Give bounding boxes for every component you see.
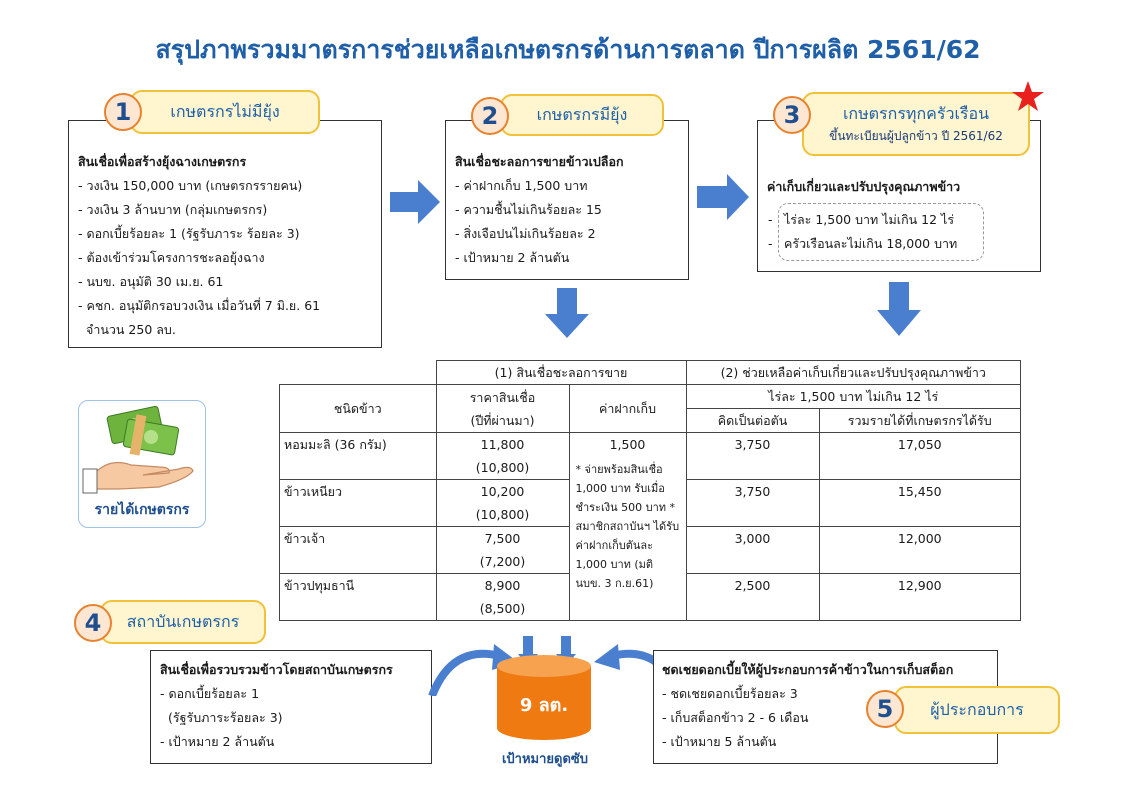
- section-4-pill: สถาบันเกษตรกร: [100, 600, 266, 644]
- page-title: สรุปภาพรวมมาตรการช่วยเหลือเกษตรกรด้านการ…: [155, 35, 981, 64]
- section-4-line: - ดอกเบี้ยร้อยละ 1: [160, 686, 260, 701]
- section-2-line: - ความชื้นไม่เกินร้อยละ 15: [455, 202, 602, 217]
- section-4-line: - เป้าหมาย 2 ล้านตัน: [160, 734, 275, 749]
- section-3-label: เกษตรกรทุกครัวเรือน: [842, 104, 990, 123]
- star-icon: [1012, 81, 1044, 111]
- section-2-label: เกษตรกรมียุ้ง: [536, 104, 628, 124]
- section-4-label: สถาบันเกษตรกร: [126, 611, 240, 631]
- table-header-fee: ค่าฝากเก็บ: [568, 384, 687, 433]
- table-row: ข้าวปทุมธานี 8,900(8,500) 2,500 12,900: [279, 573, 1021, 621]
- table-subheader-rai: ไร่ละ 1,500 บาท ไม่เกิน 12 ไร่: [685, 384, 1021, 409]
- section-3-sublabel: ขึ้นทะเบียนผู้ปลูกข้าว ปี 2561/62: [829, 129, 1003, 143]
- section-5-label: ผู้ประกอบการ: [930, 699, 1024, 719]
- section-2-number: 2: [471, 97, 509, 135]
- table-header-perton: คิดเป็นต่อตัน: [685, 408, 820, 433]
- table-group-1: (1) สินเชื่อชะลอการขาย: [435, 360, 687, 385]
- section-5-content: ชดเชยดอกเบี้ยให้ผู้ประกอบการค้าข้าวในการ…: [662, 658, 996, 754]
- right-arrow-icon: [697, 174, 749, 220]
- section-4-box: [150, 650, 432, 764]
- income-label: รายได้เกษตรกร: [94, 502, 190, 518]
- target-cylinder-icon: [497, 655, 591, 740]
- section-4-number: 4: [74, 604, 112, 642]
- section-5-line: - เก็บสต็อกข้าว 2 - 6 เดือน: [662, 710, 809, 725]
- section-5-line: - เป้าหมาย 5 ล้านตัน: [662, 734, 777, 749]
- table-header-type: ชนิดข้าว: [279, 384, 437, 433]
- section-5-number: 5: [866, 690, 904, 728]
- section-4-content: สินเชื่อเพื่อรวบรวมข้าวโดยสถาบันเกษตรกร …: [160, 658, 430, 754]
- section-3-line: ครัวเรือนละไม่เกิน 18,000 บาท: [784, 236, 958, 251]
- section-1-line: - ต้องเข้าร่วมโครงการชะลอยุ้งฉาง: [78, 250, 265, 265]
- section-3-line: ไร่ละ 1,500 บาท ไม่เกิน 12 ไร่: [784, 212, 955, 227]
- section-4-heading: สินเชื่อเพื่อรวบรวมข้าวโดยสถาบันเกษตรกร: [160, 662, 393, 677]
- target-value: 9 ลต.: [519, 695, 569, 716]
- section-1-pill: เกษตรกรไม่มียุ้ง: [130, 90, 320, 134]
- table-row: ข้าวเหนียว 10,200(10,800) 3,750 15,450: [279, 479, 1021, 527]
- section-1-line: - ดอกเบี้ยร้อยละ 1 (รัฐรับภาระ ร้อยละ 3): [78, 226, 300, 241]
- income-icon-card: รายได้เกษตรกร: [78, 400, 206, 528]
- section-2-pill: เกษตรกรมียุ้ง: [500, 94, 664, 136]
- section-2-heading: สินเชื่อชะลอการขายข้าวเปลือก: [455, 154, 624, 169]
- table-header-total: รวมรายได้ที่เกษตรกรได้รับ: [818, 408, 1021, 433]
- section-2-box: [445, 120, 689, 280]
- section-2-line: - สิ่งเจือปนไม่เกินร้อยละ 2: [455, 226, 596, 241]
- money-hand-icon: [82, 405, 194, 494]
- section-5-pill: ผู้ประกอบการ: [894, 686, 1060, 734]
- section-1-line: - คชก. อนุมัติกรอบวงเงิน เมื่อวันที่ 7 ม…: [78, 298, 321, 313]
- section-1-line: - วงเงิน 3 ล้านบาท (กลุ่มเกษตรกร): [78, 202, 268, 217]
- target-caption: เป้าหมายดูดซับ: [501, 752, 588, 767]
- down-arrow-icon: [545, 288, 589, 338]
- support-table: (1) สินเชื่อชะลอการขาย (2) ช่วยเหลือค่าเ…: [279, 360, 1021, 621]
- right-arrow-icon: [390, 180, 440, 224]
- section-4-line: (รัฐรับภาระร้อยละ 3): [168, 710, 283, 725]
- section-1-line: - นบข. อนุมัติ 30 เม.ย. 61: [78, 274, 224, 289]
- section-1-heading: สินเชื่อเพื่อสร้างยุ้งฉางเกษตรกร: [78, 154, 247, 169]
- table-fee-cell: 1,500 * จ่ายพร้อมสินเชื่อ 1,000 บาท รับเ…: [568, 432, 687, 621]
- section-3-pill: เกษตรกรทุกครัวเรือน ขึ้นทะเบียนผู้ปลูกข้…: [802, 92, 1030, 156]
- section-3-number: 3: [773, 96, 811, 134]
- section-3-heading: ค่าเก็บเกี่ยวและปรับปรุงคุณภาพข้าว: [767, 179, 961, 194]
- table-group-2: (2) ช่วยเหลือค่าเก็บเกี่ยวและปรับปรุงคุณ…: [685, 360, 1021, 385]
- table-header-price: ราคาสินเชื่อ (ปีที่ผ่านมา): [435, 384, 570, 433]
- section-1-line: จำนวน 250 ลบ.: [86, 322, 176, 337]
- section-1-box: [68, 120, 382, 348]
- section-2-line: - เป้าหมาย 2 ล้านตัน: [455, 250, 570, 265]
- section-3-bullets: -ไร่ละ 1,500 บาท ไม่เกิน 12 ไร่ -ครัวเรื…: [768, 212, 958, 251]
- section-1-content: สินเชื่อเพื่อสร้างยุ้งฉางเกษตรกร - วงเงิ…: [78, 150, 378, 342]
- section-5-line: - ชดเชยดอกเบี้ยร้อยละ 3: [662, 686, 798, 701]
- down-arrow-icon: [877, 282, 921, 336]
- section-1-label: เกษตรกรไม่มียุ้ง: [170, 101, 280, 121]
- section-2-line: - ค่าฝากเก็บ 1,500 บาท: [455, 178, 588, 193]
- table-fee-note: * จ่ายพร้อมสินเชื่อ 1,000 บาท รับเมื่อชำ…: [575, 463, 680, 590]
- section-2-content: สินเชื่อชะลอการขายข้าวเปลือก - ค่าฝากเก็…: [455, 150, 685, 270]
- table-row: ข้าวเจ้า 7,500(7,200) 3,000 12,000: [279, 526, 1021, 574]
- section-5-heading: ชดเชยดอกเบี้ยให้ผู้ประกอบการค้าข้าวในการ…: [662, 662, 954, 677]
- section-1-line: - วงเงิน 150,000 บาท (เกษตรกรรายคน): [78, 178, 303, 193]
- section-3-dashed-box: [778, 203, 984, 261]
- section-1-number: 1: [104, 93, 142, 131]
- table-row: หอมมะลิ (36 กรัม) 11,800(10,800) 1,500 *…: [279, 432, 1021, 621]
